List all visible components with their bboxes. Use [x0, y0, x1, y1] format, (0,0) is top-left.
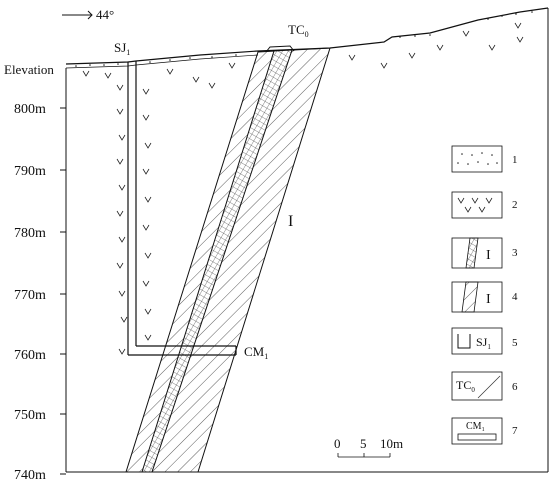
v-symbol-icon — [144, 142, 152, 149]
scale-label-0: 0 — [334, 436, 341, 451]
v-symbol-icon — [104, 72, 112, 79]
v-symbol-icon — [116, 84, 124, 91]
legend-text-5: SJ1 — [476, 335, 491, 351]
ground-surface-lower — [65, 54, 259, 69]
v-symbol-icon — [142, 88, 150, 95]
v-symbol-icon — [118, 236, 126, 243]
legend-box-3 — [451, 237, 503, 269]
legend-trench-line — [477, 375, 501, 399]
shaft-label: SJ1 — [114, 40, 130, 57]
orebody-hatched — [125, 47, 331, 473]
v-symbol-icon — [192, 76, 200, 83]
scale-bar — [337, 453, 391, 458]
v-symbol-icon — [488, 44, 496, 51]
v-symbol-icon — [116, 108, 124, 115]
legend-adit-symbol — [457, 433, 497, 441]
trench-label: TC0 — [288, 22, 309, 39]
legend-num-6: 6 — [512, 381, 518, 393]
v-symbol-icon — [120, 316, 128, 323]
legend-num-3: 3 — [512, 247, 518, 259]
v-symbol-icon — [348, 54, 356, 61]
legend-text-7: CM1 — [466, 421, 485, 433]
elevation-label: 770m — [14, 288, 46, 303]
v-symbol-icon — [514, 22, 522, 29]
legend-text-4: I — [486, 292, 491, 307]
elevation-title: Elevation — [4, 62, 54, 77]
v-symbol-icon — [408, 52, 416, 59]
adit-label: CM1 — [244, 344, 268, 361]
v-symbol-icon — [380, 62, 388, 69]
v-symbol-icon — [118, 184, 126, 191]
v-symbol-icon — [142, 280, 150, 287]
v-symbol-icon — [142, 114, 150, 121]
legend-num-1: 1 — [512, 154, 518, 166]
elevation-label: 780m — [14, 226, 46, 241]
elevation-label: 800m — [14, 102, 46, 117]
elevation-axis: 800m 790m 780m 770m 760m 750m 740m — [14, 102, 66, 483]
north-arrow-icon — [62, 10, 93, 20]
v-symbol-icon — [462, 30, 470, 37]
trench-tc0 — [265, 45, 295, 53]
elevation-label: 790m — [14, 164, 46, 179]
v-symbol-icon — [516, 36, 524, 43]
legend-box-5 — [451, 327, 503, 355]
v-symbol-icon — [208, 82, 216, 89]
v-symbol-icon — [457, 197, 493, 213]
dot-symbol-icon — [457, 152, 498, 165]
v-symbol-icon — [142, 168, 150, 175]
legend-hatch-swatch — [461, 281, 479, 313]
v-symbol-icon — [118, 348, 126, 355]
elevation-label: 750m — [14, 408, 46, 423]
legend-num-7: 7 — [512, 425, 518, 437]
v-symbol-icon — [118, 290, 126, 297]
v-symbol-icon — [228, 62, 236, 69]
legend-box-2 — [451, 191, 503, 219]
v-symbol-icon — [144, 334, 152, 341]
legend-text-6: TC0 — [456, 378, 475, 394]
v-symbol-icon — [166, 68, 174, 75]
v-symbol-icon — [144, 252, 152, 259]
legend-box-1 — [451, 145, 503, 173]
v-symbol-icon — [144, 308, 152, 315]
v-symbol-icon — [116, 262, 124, 269]
v-symbol-icon — [144, 196, 152, 203]
elevation-label: 740m — [14, 468, 46, 483]
v-symbol-icon — [118, 134, 126, 141]
orientation-label: 44° — [96, 7, 114, 22]
shaft-sj1 — [127, 61, 237, 356]
elevation-label: 760m — [14, 348, 46, 363]
v-symbol-icon — [116, 158, 124, 165]
legend-text-3: I — [486, 248, 491, 263]
ground-surface — [65, 7, 549, 65]
legend-num-5: 5 — [512, 337, 518, 349]
legend-num-4: 4 — [512, 291, 518, 303]
cover-layer — [75, 11, 533, 67]
orebody-label: I — [288, 213, 293, 230]
legend-crosshatch-swatch — [465, 237, 479, 269]
legend-shaft-symbol — [457, 334, 471, 349]
v-symbol-icon — [436, 44, 444, 51]
scale-label-5: 5 — [360, 436, 367, 451]
legend: 1 2 I 3 I 4 SJ1 5 TC0 6 CM1 7 — [451, 145, 518, 445]
legend-box-6 — [451, 371, 503, 401]
v-symbol-icon — [82, 22, 524, 355]
legend-num-2: 2 — [512, 199, 518, 211]
orebody-crosshatched-fill — [141, 49, 293, 473]
v-symbol-icon — [82, 70, 90, 77]
scale-label-10: 10m — [380, 436, 403, 451]
v-symbol-icon — [142, 224, 150, 231]
v-symbol-icon — [116, 210, 124, 217]
